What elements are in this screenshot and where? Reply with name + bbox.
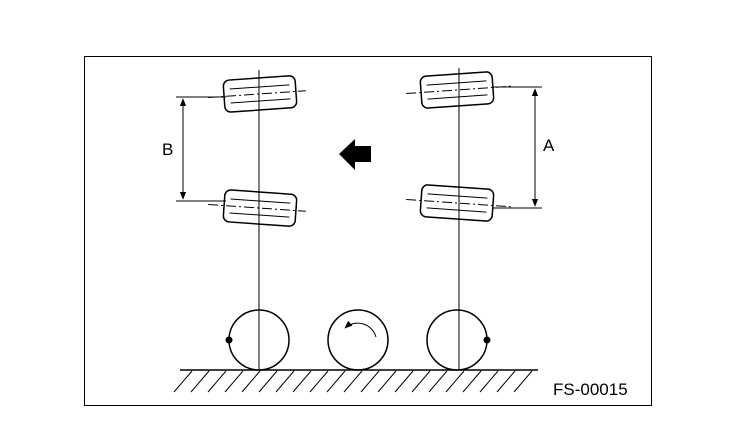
ground [173,369,538,393]
arrow-left-icon [339,139,371,170]
right-wheel-assembly: A [406,68,555,370]
ground-hatch-line [241,370,261,393]
ground-hatch-line [309,370,329,393]
ground-hatch-line [377,370,397,393]
side-view-wheel-middle [327,309,389,371]
measurement-mark [483,336,491,344]
ground-hatch-line [292,370,312,393]
right-upper-tire [406,71,514,109]
ground-hatch-line [343,370,363,393]
ground-hatch-line [190,370,210,393]
ground-hatch-line [513,370,533,393]
ground-hatch-line [462,370,482,393]
left-lower-tire [208,189,306,227]
ground-hatch-line [207,370,227,393]
figure-code: FS-00015 [553,380,628,399]
ground-hatch-line [496,370,516,393]
ground-hatch-line [360,370,380,393]
ground-hatch-line [275,370,295,393]
ground-hatch-line [428,370,448,393]
figure-frame [84,56,652,406]
rotation-arrow-icon [344,320,377,338]
ground-hatch-line [394,370,414,393]
ground-hatch-line [326,370,346,393]
ground-hatch-line [411,370,431,393]
ground-hatch-line [445,370,465,393]
left-wheel-assembly: B [162,70,306,370]
left-upper-tire [208,75,306,113]
dimension-a-label: A [543,136,555,155]
ground-hatch-line [173,370,193,393]
ground-hatch-line [224,370,244,393]
side-view-wheel-left [225,309,290,371]
right-lower-tire [406,184,514,222]
ground-hatch-line [479,370,499,393]
ground-hatch-line [258,370,278,393]
measurement-mark [225,336,233,344]
dimension-b-label: B [162,140,173,159]
